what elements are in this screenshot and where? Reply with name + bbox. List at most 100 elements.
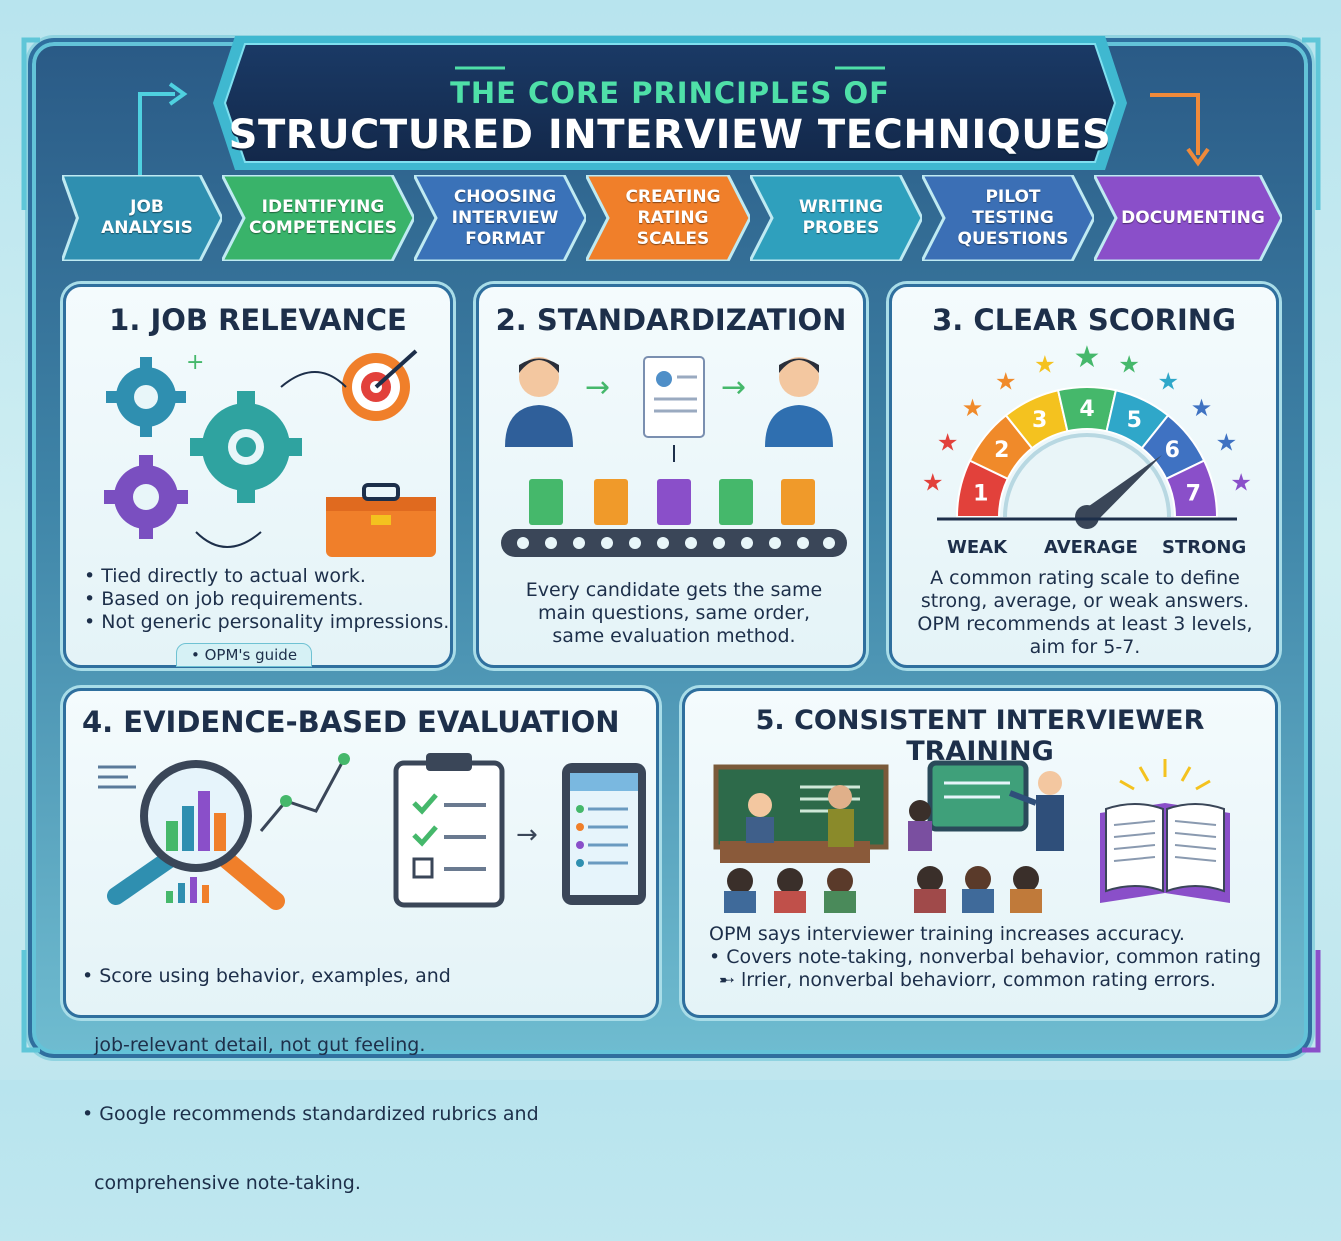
gauge-level-label: 2	[994, 438, 1009, 463]
magnifier-chart-icon	[107, 760, 285, 910]
gauge-level-label: 5	[1127, 408, 1142, 433]
card-title: 2. STANDARDIZATION	[495, 303, 847, 337]
title-line-2: STRUCTURED INTERVIEW TECHNIQUES	[228, 112, 1112, 158]
process-step-1: JOB ANALYSIS	[62, 175, 222, 261]
star-icon: ★	[922, 469, 944, 497]
process-step-label: DOCUMENTING	[1121, 207, 1265, 228]
gauge-level-label: 7	[1186, 482, 1201, 507]
body-text: same evaluation method.	[552, 625, 796, 647]
gauge-level-label: 4	[1079, 397, 1094, 422]
star-icon: ★	[1230, 469, 1252, 497]
bullet-text: ➸ lrrier, nonverbal behaviorr, common ra…	[719, 969, 1216, 991]
evidence-illustration: →	[98, 753, 646, 910]
svg-text:→: →	[516, 820, 538, 850]
process-step-label: PILOT TESTING QUESTIONS	[957, 186, 1069, 249]
document-icon	[657, 479, 691, 525]
bullet-text: • Tied directly to actual work.	[84, 565, 366, 587]
gear-icon	[106, 357, 186, 437]
gauge-inner	[1003, 433, 1171, 518]
presenter-icon	[908, 760, 1064, 913]
body-text: main questions, same order,	[537, 602, 811, 624]
source-tag: • OPM's guide	[176, 643, 313, 667]
list-icon	[98, 765, 136, 789]
tablet-icon	[562, 763, 646, 905]
document-icon	[781, 479, 815, 525]
gauge-segment	[1164, 459, 1219, 518]
process-step-label: CHOOSING INTERVIEW FORMAT	[451, 186, 559, 249]
body-text: OPM says interviewer training increases …	[709, 923, 1185, 945]
trend-line-icon	[259, 753, 350, 832]
target-icon	[342, 349, 418, 421]
title-right-arrow	[1150, 93, 1210, 167]
gauge-level-label: 1	[973, 482, 988, 507]
classroom-icon	[713, 764, 889, 913]
gear-icon	[190, 391, 302, 503]
gauge-needle	[1079, 455, 1162, 527]
process-step-label: WRITING PROBES	[798, 197, 884, 238]
body-text: A common rating scale to define	[930, 567, 1240, 589]
star-icon: ★	[1216, 429, 1238, 457]
star-icon: ★	[1158, 368, 1180, 396]
person-icon	[765, 357, 833, 447]
toolbox-icon	[326, 483, 436, 557]
training-text: OPM says interviewer training increases …	[709, 923, 1269, 992]
bullet-text: • Score using behavior, examples, and	[82, 965, 451, 987]
title-line-1: THE CORE PRINCIPLES OF	[450, 76, 890, 110]
document-icon	[594, 479, 628, 525]
process-step-2: IDENTIFYING COMPETENCIES	[222, 175, 414, 261]
weak-label: WEAK	[947, 537, 1008, 558]
standardization-text: Every candidate gets the same main quest…	[489, 579, 859, 648]
star-icon: ★	[995, 368, 1017, 396]
bullet-text: • Based on job requirements.	[84, 588, 364, 610]
star-icon: ★	[1191, 394, 1213, 422]
title-plate: THE CORE PRINCIPLES OF STRUCTURED INTERV…	[205, 28, 1135, 178]
bullet-text: job-relevant detail, not gut feeling.	[82, 1034, 426, 1056]
gear-icon	[104, 455, 188, 539]
training-illustration	[713, 759, 1230, 913]
strong-label: STRONG	[1162, 537, 1247, 558]
star-icon: ★	[962, 394, 984, 422]
open-book-icon	[1100, 759, 1230, 903]
left-frame-accent	[21, 37, 40, 1053]
card-standardization: 2. STANDARDIZATION → →	[476, 284, 866, 668]
document-icon	[719, 479, 753, 525]
process-step-6: PILOT TESTING QUESTIONS	[922, 175, 1094, 261]
person-icon	[505, 357, 573, 447]
svg-text:+: +	[186, 350, 204, 375]
process-step-4: CREATING RATING SCALES	[586, 175, 750, 261]
process-step-7: DOCUMENTING	[1094, 175, 1282, 261]
bullet-text: • Google recommends standardized rubrics…	[82, 1103, 539, 1125]
title-left-arrow	[138, 82, 188, 175]
bullet-text: comprehensive note-taking.	[82, 1172, 361, 1194]
clear-scoring-text: A common rating scale to define strong, …	[900, 567, 1270, 659]
card-title: 3. CLEAR SCORING	[932, 303, 1236, 337]
process-step-3: CHOOSING INTERVIEW FORMAT	[414, 175, 586, 261]
svg-text:→: →	[721, 370, 746, 405]
document-icon	[529, 479, 563, 525]
body-text: Every candidate gets the same	[525, 579, 823, 601]
process-step-label: JOB ANALYSIS	[101, 197, 193, 238]
gauge-level-label: 6	[1165, 438, 1180, 463]
bullet-text: • Covers note-taking, nonverbal behavior…	[709, 946, 1262, 968]
evidence-bullets: • Score using behavior, examples, and jo…	[82, 919, 652, 1241]
process-step-label: IDENTIFYING COMPETENCIES	[248, 197, 397, 238]
star-icon: ★	[937, 429, 959, 457]
document-icon	[643, 356, 705, 438]
right-frame-accent	[1302, 37, 1321, 1053]
gears-target-toolbox-illustration: +	[104, 349, 436, 557]
candidates-conveyor-illustration: → →	[501, 356, 847, 557]
body-text: aim for 5-7.	[1029, 636, 1141, 658]
mini-bar-chart-icon	[166, 877, 209, 903]
svg-text:→: →	[585, 370, 610, 405]
process-step-5: WRITING PROBES	[750, 175, 922, 261]
average-label: AVERAGE	[1044, 537, 1138, 558]
gauge-hub	[1075, 505, 1099, 529]
card-job-relevance: 1. JOB RELEVANCE + • Tied directly to ac…	[63, 284, 453, 668]
body-text: strong, average, or weak answers.	[920, 590, 1250, 612]
process-step-label: CREATING RATING SCALES	[625, 186, 721, 249]
job-relevance-bullets: • Tied directly to actual work. • Based …	[84, 565, 454, 634]
star-icon: ★	[1034, 351, 1056, 379]
card-title: 4. EVIDENCE-BASED EVALUATION	[82, 705, 620, 739]
